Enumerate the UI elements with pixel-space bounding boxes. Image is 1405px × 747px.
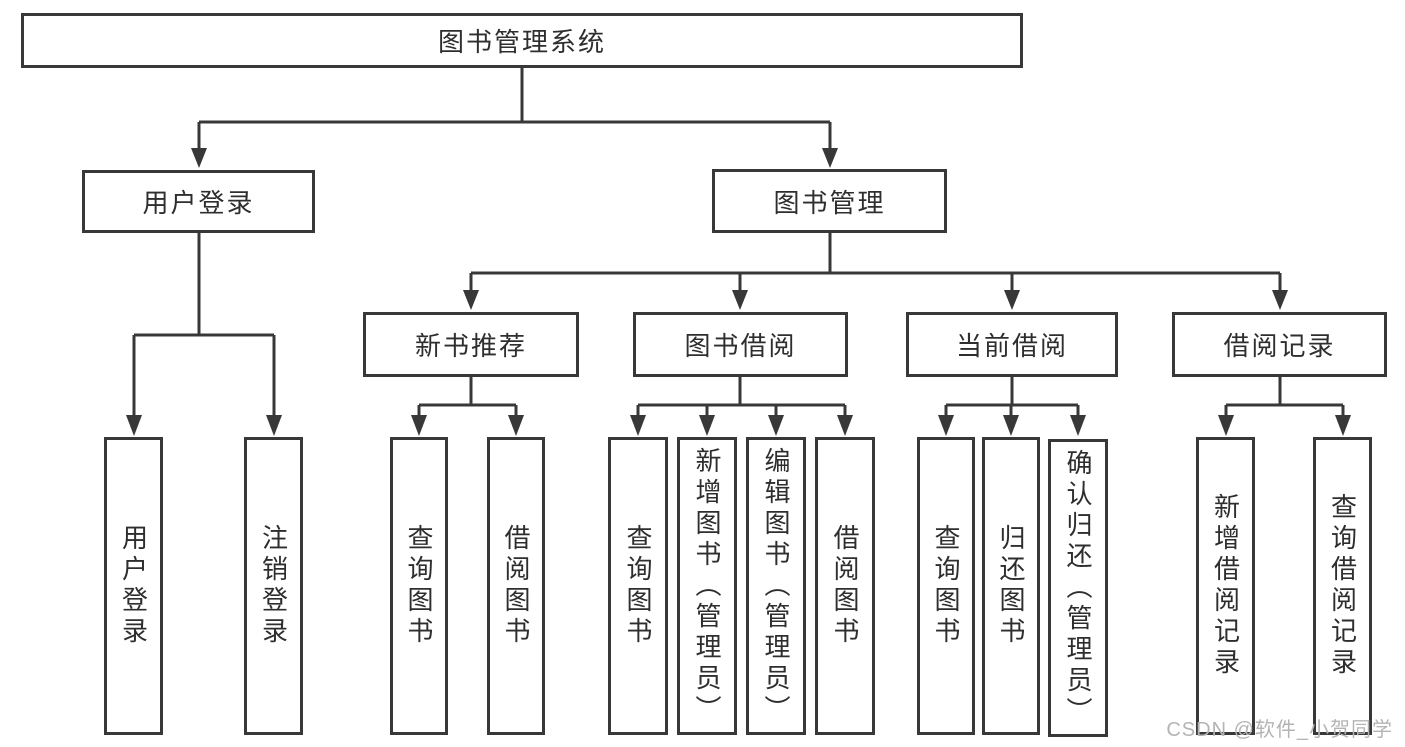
node-label: 新增借阅记录 [1210,493,1241,679]
node-records-add-record: 新增借阅记录 [1196,437,1255,735]
connector-recommendation-children [411,377,524,436]
node-borrowing-query-books: 查询图书 [608,437,668,735]
node-label: 图书管理 [773,187,886,218]
node-label: 用户登录 [142,188,255,218]
node-label: 查询图书 [931,524,961,648]
connector-book-management-children [463,233,1288,310]
node-current-query-books: 查询图书 [917,437,975,735]
node-label: 编辑图书（管理员） [761,446,791,726]
node-label: 借阅记录 [1223,331,1336,361]
node-current-confirm-return-admin: 确认归还（管理员） [1048,439,1108,737]
node-borrowing-edit-books-admin: 编辑图书（管理员） [746,437,806,735]
connector-root-to-level2 [191,68,838,168]
node-label: 图书借阅 [684,331,797,361]
node-current-return-books: 归还图书 [982,437,1040,735]
node-label: 图书管理系统 [437,27,606,57]
node-new-book-recommendation: 新书推荐 [363,312,579,377]
node-records-query-record: 查询借阅记录 [1313,437,1372,735]
connector-records-children [1218,377,1351,436]
node-book-borrowing: 图书借阅 [633,312,848,377]
node-book-management: 图书管理 [712,169,947,233]
connector-borrowing-children [630,377,853,436]
node-label: 注销登录 [258,524,289,648]
node-logout: 注销登录 [244,437,303,735]
node-recommend-query-books: 查询图书 [390,437,448,735]
node-borrowing-add-books-admin: 新增图书（管理员） [677,437,737,735]
node-label: 归还图书 [996,524,1026,648]
connector-user-login-children [126,233,282,436]
node-recommend-borrow-books: 借阅图书 [487,437,545,735]
node-user-login-action: 用户登录 [104,437,163,735]
node-library-management-system: 图书管理系统 [21,13,1023,68]
node-label: 新书推荐 [414,331,527,361]
node-label: 确认归还（管理员） [1063,448,1093,728]
node-label: 用户登录 [118,524,149,648]
node-borrowing-borrow-books: 借阅图书 [815,437,875,735]
node-label: 查询借阅记录 [1327,493,1358,679]
connector-current-borrowing-children [938,377,1086,436]
node-current-borrowing: 当前借阅 [906,312,1118,377]
node-user-login: 用户登录 [82,170,315,233]
node-label: 查询图书 [404,524,434,648]
node-borrowing-records: 借阅记录 [1172,312,1387,377]
node-label: 当前借阅 [955,331,1068,361]
node-label: 借阅图书 [501,524,531,648]
node-label: 借阅图书 [830,524,860,648]
node-label: 新增图书（管理员） [692,446,722,726]
node-label: 查询图书 [623,524,653,648]
csdn-watermark: CSDN @软件_小贺同学 [1166,719,1393,741]
